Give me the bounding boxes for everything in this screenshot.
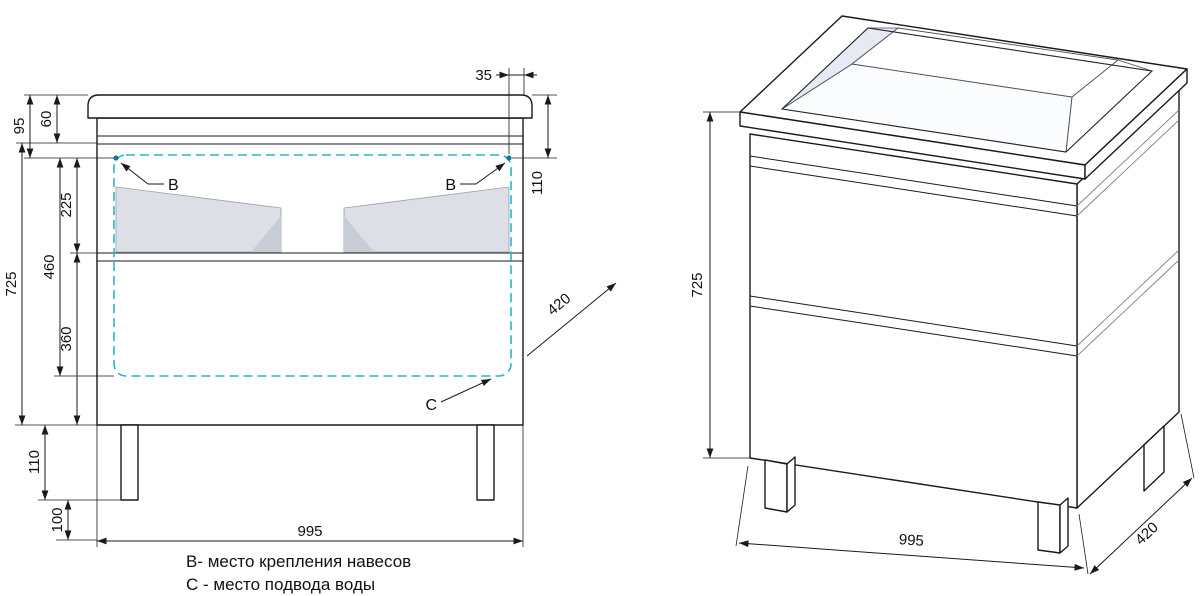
- iso-view: 725 995 420: [689, 15, 1195, 575]
- dim-110-right-label: 110: [529, 171, 546, 195]
- mount-point-left: [113, 155, 119, 161]
- sink-silhouettes: [115, 186, 510, 253]
- iso-dim-995-label: 995: [898, 531, 924, 550]
- leg-left: [120, 424, 139, 501]
- cabinet-body: [96, 117, 524, 426]
- legend-line-2: С - место подвода воды: [186, 575, 375, 594]
- iso-leg-front-left: [764, 459, 788, 513]
- iso-dim-420-label: 420: [1132, 519, 1162, 549]
- dim-460-label: 460: [41, 254, 58, 279]
- basin-rim: [780, 27, 1154, 153]
- iso-sink-basin: [780, 27, 1154, 153]
- front-view: В В С 95 60 7: [3, 67, 617, 547]
- countertop: [87, 94, 533, 119]
- dim-360-label: 360: [58, 326, 75, 351]
- dim-725-label: 725: [3, 271, 20, 296]
- dim-100-label: 100: [49, 507, 66, 532]
- dim-35-label: 35: [475, 67, 492, 84]
- iso-leg-front-right: [1037, 501, 1061, 554]
- dim-995-label: 995: [297, 523, 322, 540]
- iso-legs: [764, 425, 1165, 554]
- dim-60-label: 60: [38, 111, 55, 128]
- dim-110-legs-label: 110: [26, 450, 43, 474]
- label-b-left: В: [168, 177, 179, 194]
- mount-point-right: [506, 155, 512, 161]
- legend: В- место крепления навесов С - место под…: [186, 552, 411, 594]
- leg-right: [476, 424, 495, 501]
- mounting-zone-dashed: [113, 154, 512, 377]
- dim-420-label: 420: [544, 290, 574, 319]
- label-b-right: В: [445, 177, 456, 194]
- label-c: С: [425, 397, 437, 414]
- dim-95-label: 95: [11, 118, 28, 135]
- iso-dim-725-label: 725: [689, 272, 706, 297]
- iso-countertop-side: [1084, 68, 1188, 180]
- iso-leg-back-right: [1143, 425, 1165, 492]
- iso-drawer-grooves: [749, 109, 1180, 357]
- iso-dimensions: 725 995 420: [689, 112, 1193, 575]
- drawer-grooves: [97, 135, 523, 262]
- legend-line-1: В- место крепления навесов: [186, 552, 411, 571]
- callouts: В В С: [120, 162, 506, 414]
- dim-225-label: 225: [58, 192, 75, 217]
